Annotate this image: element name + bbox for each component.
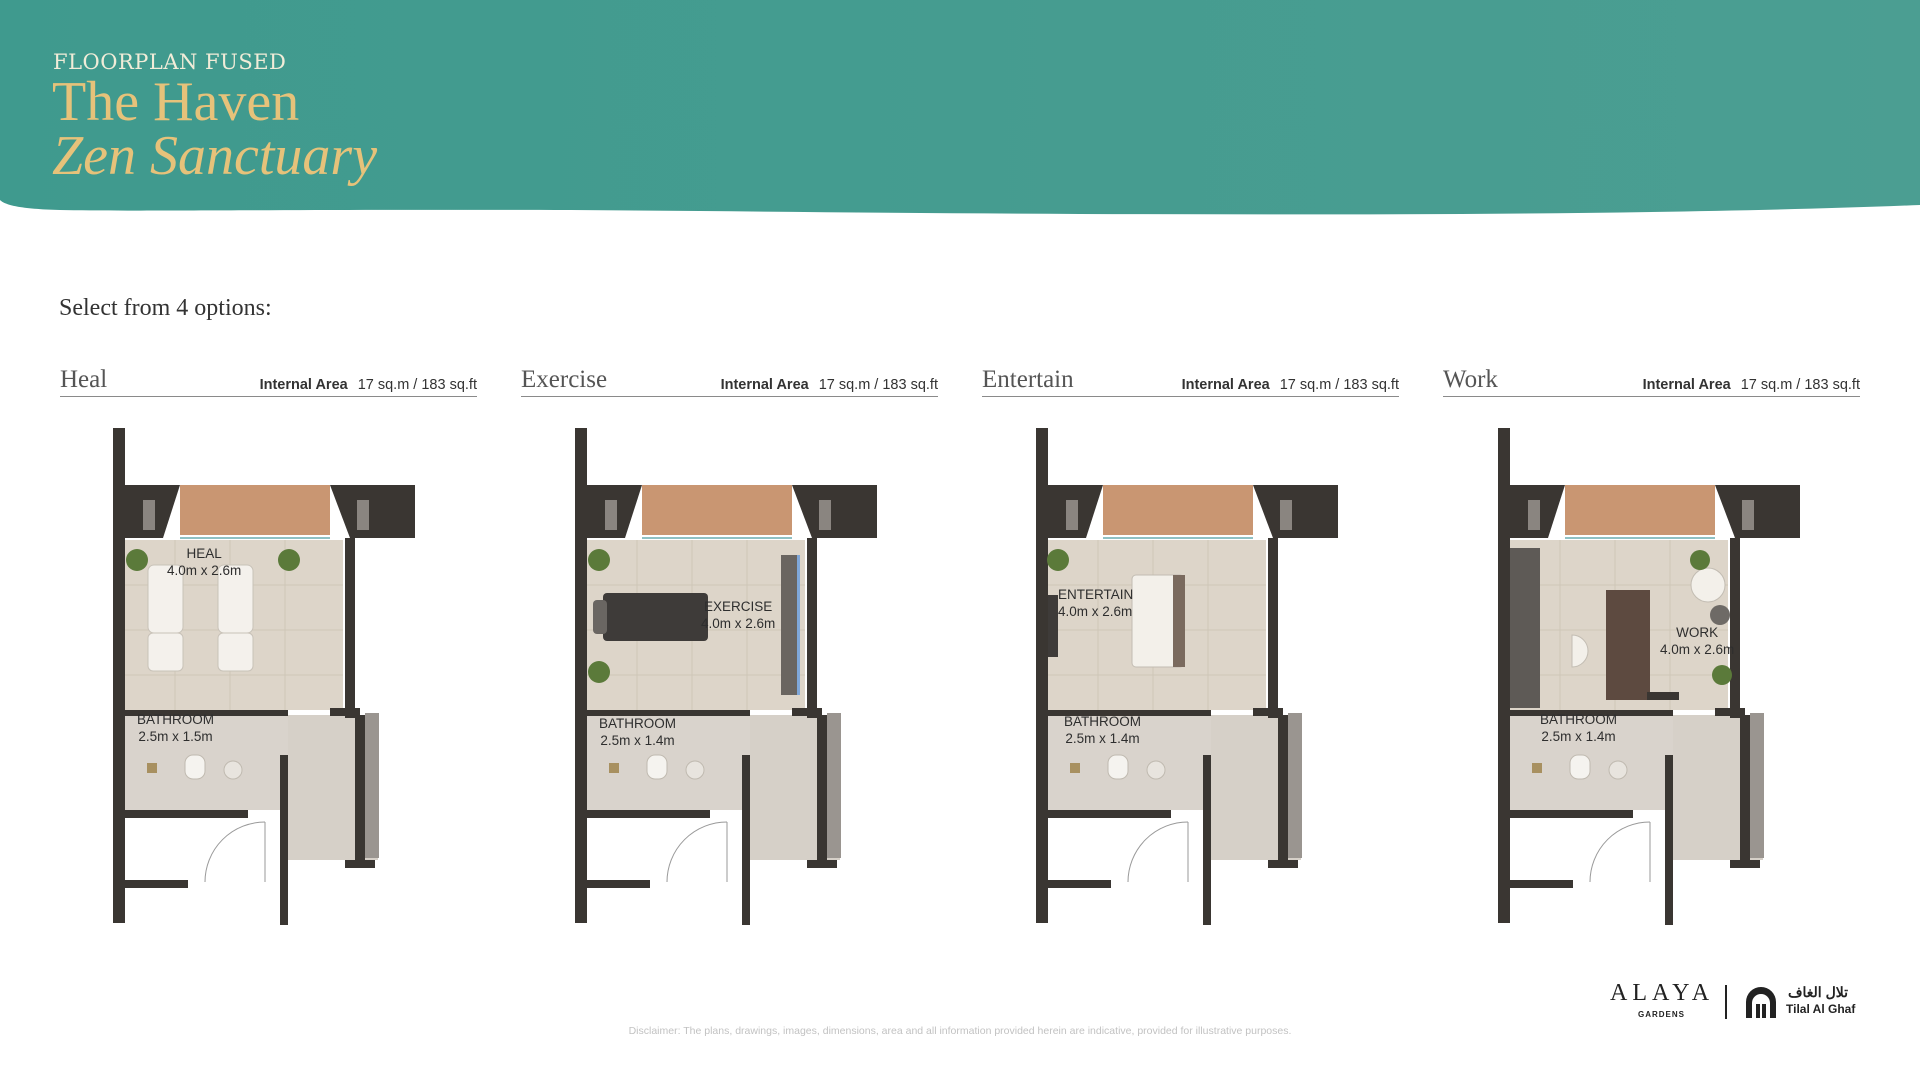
room-name: ENTERTAIN xyxy=(1058,587,1134,602)
alaya-gardens-subtitle: GARDENS xyxy=(1638,1010,1686,1019)
tilal-al-ghaf-icon xyxy=(1746,987,1776,1018)
floorplan-drawing xyxy=(105,420,425,930)
option-header: Work Internal Area 17 sq.m / 183 sq.ft xyxy=(1443,366,1860,397)
bathroom-label: BATHROOM 2.5m x 1.4m xyxy=(1064,713,1141,747)
internal-area: Internal Area 17 sq.m / 183 sq.ft xyxy=(1182,377,1399,393)
area-label: Internal Area xyxy=(1181,377,1270,393)
bathroom-name: BATHROOM xyxy=(1540,712,1617,727)
option-work[interactable]: Work Internal Area 17 sq.m / 183 sq.ft xyxy=(1443,366,1860,397)
option-name: Exercise xyxy=(521,366,608,393)
bathroom-name: BATHROOM xyxy=(137,712,214,727)
header-band: FLOORPLAN FUSED The Haven Zen Sanctuary xyxy=(0,0,1920,225)
option-name: Heal xyxy=(60,366,108,393)
page-subtitle: Zen Sanctuary xyxy=(52,125,378,187)
bathroom-dimensions: 2.5m x 1.4m xyxy=(1541,729,1616,744)
area-label: Internal Area xyxy=(1642,377,1731,393)
bathroom-name: BATHROOM xyxy=(1064,714,1141,729)
floorplan-entertain: ENTERTAIN 4.0m x 2.6m BATHROOM 2.5m x 1.4m xyxy=(1028,420,1348,930)
bathroom-dimensions: 2.5m x 1.5m xyxy=(138,729,213,744)
floorplan-work: WORK 4.0m x 2.6m BATHROOM 2.5m x 1.4m xyxy=(1490,420,1810,930)
brand-logos: ALAYA GARDENS تلال الغاف Tilal Al Ghaf xyxy=(1610,980,1865,1024)
option-header: Entertain Internal Area 17 sq.m / 183 sq.… xyxy=(982,366,1399,397)
eyebrow-label: FLOORPLAN FUSED xyxy=(53,50,287,74)
internal-area: Internal Area 17 sq.m / 183 sq.ft xyxy=(721,377,938,393)
option-heal[interactable]: Heal Internal Area 17 sq.m / 183 sq.ft xyxy=(60,366,477,397)
room-label: HEAL 4.0m x 2.6m xyxy=(167,545,241,579)
bathroom-label: BATHROOM 2.5m x 1.4m xyxy=(1540,711,1617,745)
option-name: Entertain xyxy=(982,366,1074,393)
tilal-al-ghaf-logo: Tilal Al Ghaf xyxy=(1786,1002,1856,1016)
room-name: HEAL xyxy=(186,546,222,561)
room-dimensions: 4.0m x 2.6m xyxy=(701,616,776,631)
option-entertain[interactable]: Entertain Internal Area 17 sq.m / 183 sq.… xyxy=(982,366,1399,397)
option-name: Work xyxy=(1443,366,1498,393)
header-wave xyxy=(0,0,1920,215)
alaya-logo: ALAYA xyxy=(1610,980,1715,1006)
room-label: EXERCISE 4.0m x 2.6m xyxy=(701,598,775,632)
disclaimer: Disclaimer: The plans, drawings, images,… xyxy=(628,1025,1292,1037)
area-value: 17 sq.m / 183 sq.ft xyxy=(818,377,938,393)
option-exercise[interactable]: Exercise Internal Area 17 sq.m / 183 sq.f… xyxy=(521,366,938,397)
floorplan-drawing xyxy=(1490,420,1810,930)
room-dimensions: 4.0m x 2.6m xyxy=(1660,642,1735,657)
internal-area: Internal Area 17 sq.m / 183 sq.ft xyxy=(1643,377,1860,393)
options-prompt: Select from 4 options: xyxy=(59,295,272,321)
option-header: Exercise Internal Area 17 sq.m / 183 sq.f… xyxy=(521,366,938,397)
floorplan-exercise: EXERCISE 4.0m x 2.6m BATHROOM 2.5m x 1.4m xyxy=(567,420,887,930)
floorplan-heal: HEAL 4.0m x 2.6m BATHROOM 2.5m x 1.5m xyxy=(105,420,425,930)
floorplan-drawing xyxy=(1028,420,1348,930)
option-header: Heal Internal Area 17 sq.m / 183 sq.ft xyxy=(60,366,477,397)
bathroom-label: BATHROOM 2.5m x 1.5m xyxy=(137,711,214,745)
area-value: 17 sq.m / 183 sq.ft xyxy=(1279,377,1399,393)
room-label: ENTERTAIN 4.0m x 2.6m xyxy=(1058,586,1133,620)
area-value: 17 sq.m / 183 sq.ft xyxy=(357,377,477,393)
logo-separator xyxy=(1725,985,1727,1019)
bathroom-dimensions: 2.5m x 1.4m xyxy=(1065,731,1140,746)
room-name: WORK xyxy=(1676,625,1719,640)
bathroom-name: BATHROOM xyxy=(599,716,676,731)
room-dimensions: 4.0m x 2.6m xyxy=(1058,604,1133,619)
internal-area: Internal Area 17 sq.m / 183 sq.ft xyxy=(260,377,477,393)
area-value: 17 sq.m / 183 sq.ft xyxy=(1740,377,1860,393)
room-dimensions: 4.0m x 2.6m xyxy=(167,563,242,578)
area-label: Internal Area xyxy=(259,377,348,393)
room-name: EXERCISE xyxy=(704,599,773,614)
area-label: Internal Area xyxy=(720,377,809,393)
bathroom-dimensions: 2.5m x 1.4m xyxy=(600,733,675,748)
floorplan-drawing xyxy=(567,420,887,930)
page-title: The Haven xyxy=(52,71,300,133)
bathroom-label: BATHROOM 2.5m x 1.4m xyxy=(599,715,676,749)
room-label: WORK 4.0m x 2.6m xyxy=(1660,624,1734,658)
tilal-al-ghaf-arabic: تلال الغاف xyxy=(1788,984,1848,1000)
